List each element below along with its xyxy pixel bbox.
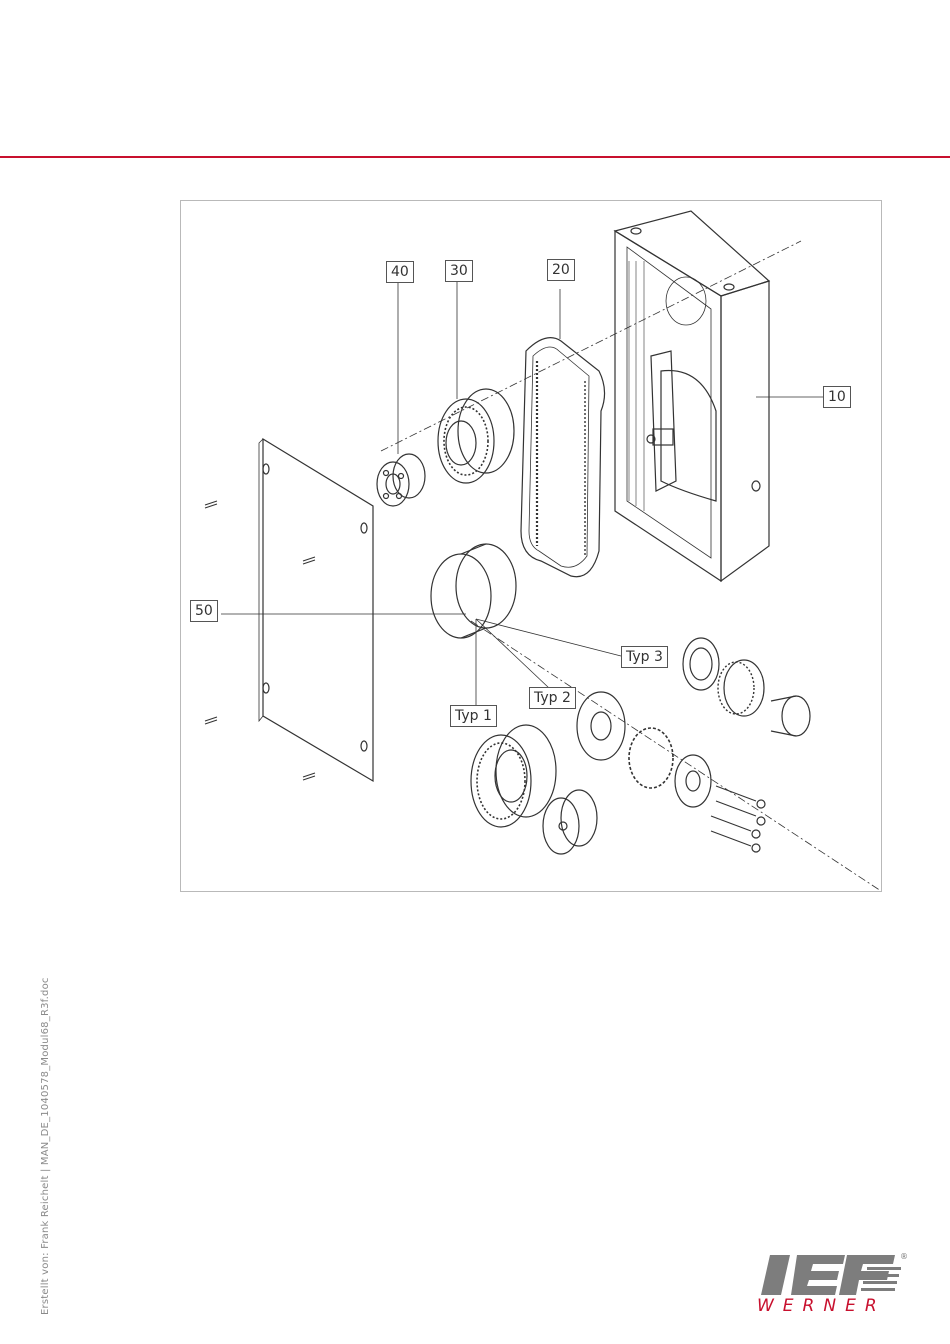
logo-word: WERNER xyxy=(757,1296,886,1316)
axis-line-lower xyxy=(471,621,881,891)
document-source-note: Erstellt von: Frank Reichelt | MAN_DE_10… xyxy=(40,977,51,1315)
header-rule xyxy=(0,156,950,158)
belt-part-20 xyxy=(521,338,605,577)
callout-typ3: Typ 3 xyxy=(621,646,668,668)
axis-line-upper xyxy=(381,241,801,451)
callout-20: 20 xyxy=(547,259,575,281)
exploded-drawing xyxy=(181,201,883,893)
exploded-view-figure: 40 30 20 10 50 Typ 3 Typ 2 Typ 1 xyxy=(180,200,882,892)
typ3-parts xyxy=(683,638,810,736)
callout-40: 40 xyxy=(386,261,414,283)
callout-10: 10 xyxy=(823,386,851,408)
screws-plate xyxy=(205,501,315,780)
cover-plate xyxy=(259,439,373,781)
callout-typ2: Typ 2 xyxy=(529,687,576,709)
callout-30: 30 xyxy=(445,260,473,282)
typ1-parts xyxy=(471,725,597,854)
clamp-hub-part-40 xyxy=(377,454,425,506)
callout-typ1: Typ 1 xyxy=(450,705,497,727)
callout-50: 50 xyxy=(190,600,218,622)
typ2-parts xyxy=(577,692,765,852)
pulley-part-30 xyxy=(438,389,514,483)
housing-part-10 xyxy=(615,211,769,581)
pulley-part-50 xyxy=(431,544,516,638)
registered-mark: ® xyxy=(900,1252,908,1261)
